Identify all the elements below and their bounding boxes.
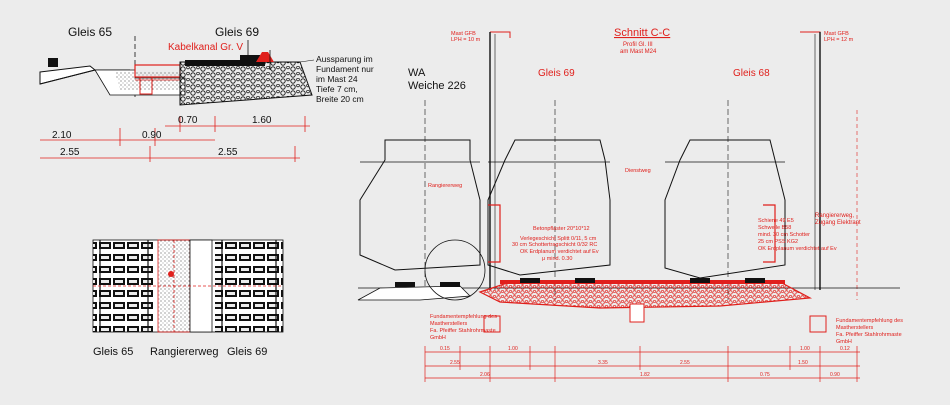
svg-text:Fa. Pfeiffer Stahlrohrmaste: Fa. Pfeiffer Stahlrohrmaste (430, 328, 496, 334)
svg-text:Fundament nur: Fundament nur (316, 64, 374, 74)
wa-label: WA (408, 67, 426, 79)
mast-right: Mast GFB LPH = 12 m (800, 31, 854, 290)
svg-text:GmbH: GmbH (430, 335, 446, 341)
svg-text:Mastherstellers: Mastherstellers (836, 325, 874, 331)
dim-255-right: 2.55 (218, 147, 238, 158)
svg-text:2.55: 2.55 (680, 360, 690, 366)
recess-note: Aussparung im Fundament nur im Mast 24 T… (316, 54, 374, 104)
svg-text:Mast GFB: Mast GFB (451, 31, 476, 37)
right-layer-annotation: Schiene 49 E5 Schwelle B58 mind. 30 cm S… (758, 218, 837, 252)
dimension-lines (40, 116, 310, 162)
rail-red (256, 52, 274, 62)
detail-cross-section: Gleis 65 Gleis 69 Kabelkanal Gr. V Aussp… (39, 25, 374, 162)
svg-text:3.35: 3.35 (598, 360, 608, 366)
section-track-gleis-68: Gleis 68 (733, 68, 770, 79)
svg-text:2.06: 2.06 (480, 372, 490, 378)
svg-text:OK Erdplanum verdichtet auf Ev: OK Erdplanum verdichtet auf Ev (520, 249, 599, 255)
svg-text:0.75: 0.75 (760, 372, 770, 378)
svg-text:Aussparung im: Aussparung im (316, 54, 373, 64)
svg-text:1.00: 1.00 (800, 346, 810, 352)
profile-sub-label: am Mast M24 (620, 49, 657, 55)
svg-text:Rangiererweg,: Rangiererweg, (815, 213, 854, 219)
drain-pipe (629, 303, 645, 323)
service-path-label: Dienstweg (625, 168, 651, 174)
svg-text:OK Erdplanum verdichtet auf Ev: OK Erdplanum verdichtet auf Ev (758, 246, 837, 252)
dim-255-left: 2.55 (60, 147, 80, 158)
plan-label-gleis-69: Gleis 69 (227, 346, 267, 358)
svg-text:25 cm PSS KG2: 25 cm PSS KG2 (758, 239, 798, 245)
detail-circle (424, 239, 486, 301)
foundation-note-right: Fundamentempfehlung des Mastherstellers … (836, 318, 903, 345)
svg-text:Fa. Pfeiffer Stahlrohrmaste: Fa. Pfeiffer Stahlrohrmaste (836, 332, 902, 338)
svg-text:0.15: 0.15 (440, 346, 450, 352)
right-path-annotation: Rangiererweg, Zugang Elektrant (815, 213, 861, 226)
svg-text:LPH = 12 m: LPH = 12 m (824, 37, 854, 43)
plan-label-gleis-65: Gleis 65 (93, 346, 133, 358)
svg-text:30 cm Schottertragschicht 0/32: 30 cm Schottertragschicht 0/32 RC (512, 242, 597, 248)
svg-text:1.00: 1.00 (508, 346, 518, 352)
svg-text:0.12: 0.12 (840, 346, 850, 352)
svg-text:Verlegeschicht Splitt 0/11, 5: Verlegeschicht Splitt 0/11, 5 cm (520, 236, 597, 242)
section-title: Schnitt C-C (614, 27, 670, 39)
sleepers (395, 278, 765, 287)
ballast-bed (179, 61, 313, 106)
main-section: WA Weiche 226 Schnitt C-C Profil Gl. III… (357, 27, 903, 382)
bottom-dimension-chains (424, 346, 860, 382)
dim-160: 1.60 (252, 115, 272, 126)
plan-view: Gleis 65 Rangiererweg Gleis 69 (92, 239, 284, 358)
path-label-left: Rangiererweg (428, 183, 462, 189)
clearance-gauges (359, 139, 786, 279)
svg-text:Schiene 49 E5: Schiene 49 E5 (758, 218, 794, 224)
svg-text:Fundamentempfehlung des: Fundamentempfehlung des (836, 318, 903, 324)
svg-text:Mast GFB: Mast GFB (824, 31, 849, 37)
small-dimension-labels: 0.15 1.00 0.12 1.00 2.55 3.35 2.55 1.50 … (440, 346, 850, 378)
svg-text:2.55: 2.55 (450, 360, 460, 366)
svg-text:Schwelle B58: Schwelle B58 (758, 225, 791, 231)
foundation-left (483, 315, 501, 333)
svg-text:0.90: 0.90 (830, 372, 840, 378)
svg-text:1.50: 1.50 (798, 360, 808, 366)
svg-text:Mastherstellers: Mastherstellers (430, 321, 468, 327)
switch-label: Weiche 226 (408, 80, 466, 92)
foundation-right (809, 315, 827, 333)
svg-text:Tiefe 7 cm,: Tiefe 7 cm, (316, 84, 358, 94)
foundation-note-left: Fundamentempfehlung des Mastherstellers … (430, 314, 497, 341)
rail-left (48, 58, 58, 67)
dim-210: 2.10 (52, 130, 72, 141)
svg-text:μ mind. 0.30: μ mind. 0.30 (542, 256, 572, 262)
svg-text:LPH = 10 m: LPH = 10 m (451, 37, 481, 43)
mast-marker (168, 271, 174, 277)
section-track-gleis-69: Gleis 69 (538, 68, 575, 79)
svg-text:Fundamentempfehlung des: Fundamentempfehlung des (430, 314, 497, 320)
track-label-gleis-65: Gleis 65 (68, 25, 112, 39)
layer-annotation: Betonpflaster 20*10*12 Verlegeschicht Sp… (512, 226, 599, 262)
svg-text:GmbH: GmbH (836, 339, 852, 345)
svg-text:Betonpflaster 20*10*12: Betonpflaster 20*10*12 (533, 226, 590, 232)
profile-label: Profil Gl. III (623, 42, 653, 48)
cable-duct-label: Kabelkanal Gr. V (168, 42, 243, 53)
svg-text:Breite 20 cm: Breite 20 cm (316, 94, 364, 104)
dim-090: 0.90 (142, 130, 162, 141)
dim-070: 0.70 (178, 115, 198, 126)
track-label-gleis-69: Gleis 69 (215, 25, 259, 39)
svg-text:1.82: 1.82 (640, 372, 650, 378)
plan-label-rangiererweg: Rangiererweg (150, 346, 218, 358)
svg-text:im Mast 24: im Mast 24 (316, 74, 358, 84)
svg-text:Zugang Elektrant: Zugang Elektrant (815, 220, 861, 226)
svg-text:mind. 30 cm Schotter: mind. 30 cm Schotter (758, 232, 810, 238)
main-ballast-body (478, 281, 813, 309)
